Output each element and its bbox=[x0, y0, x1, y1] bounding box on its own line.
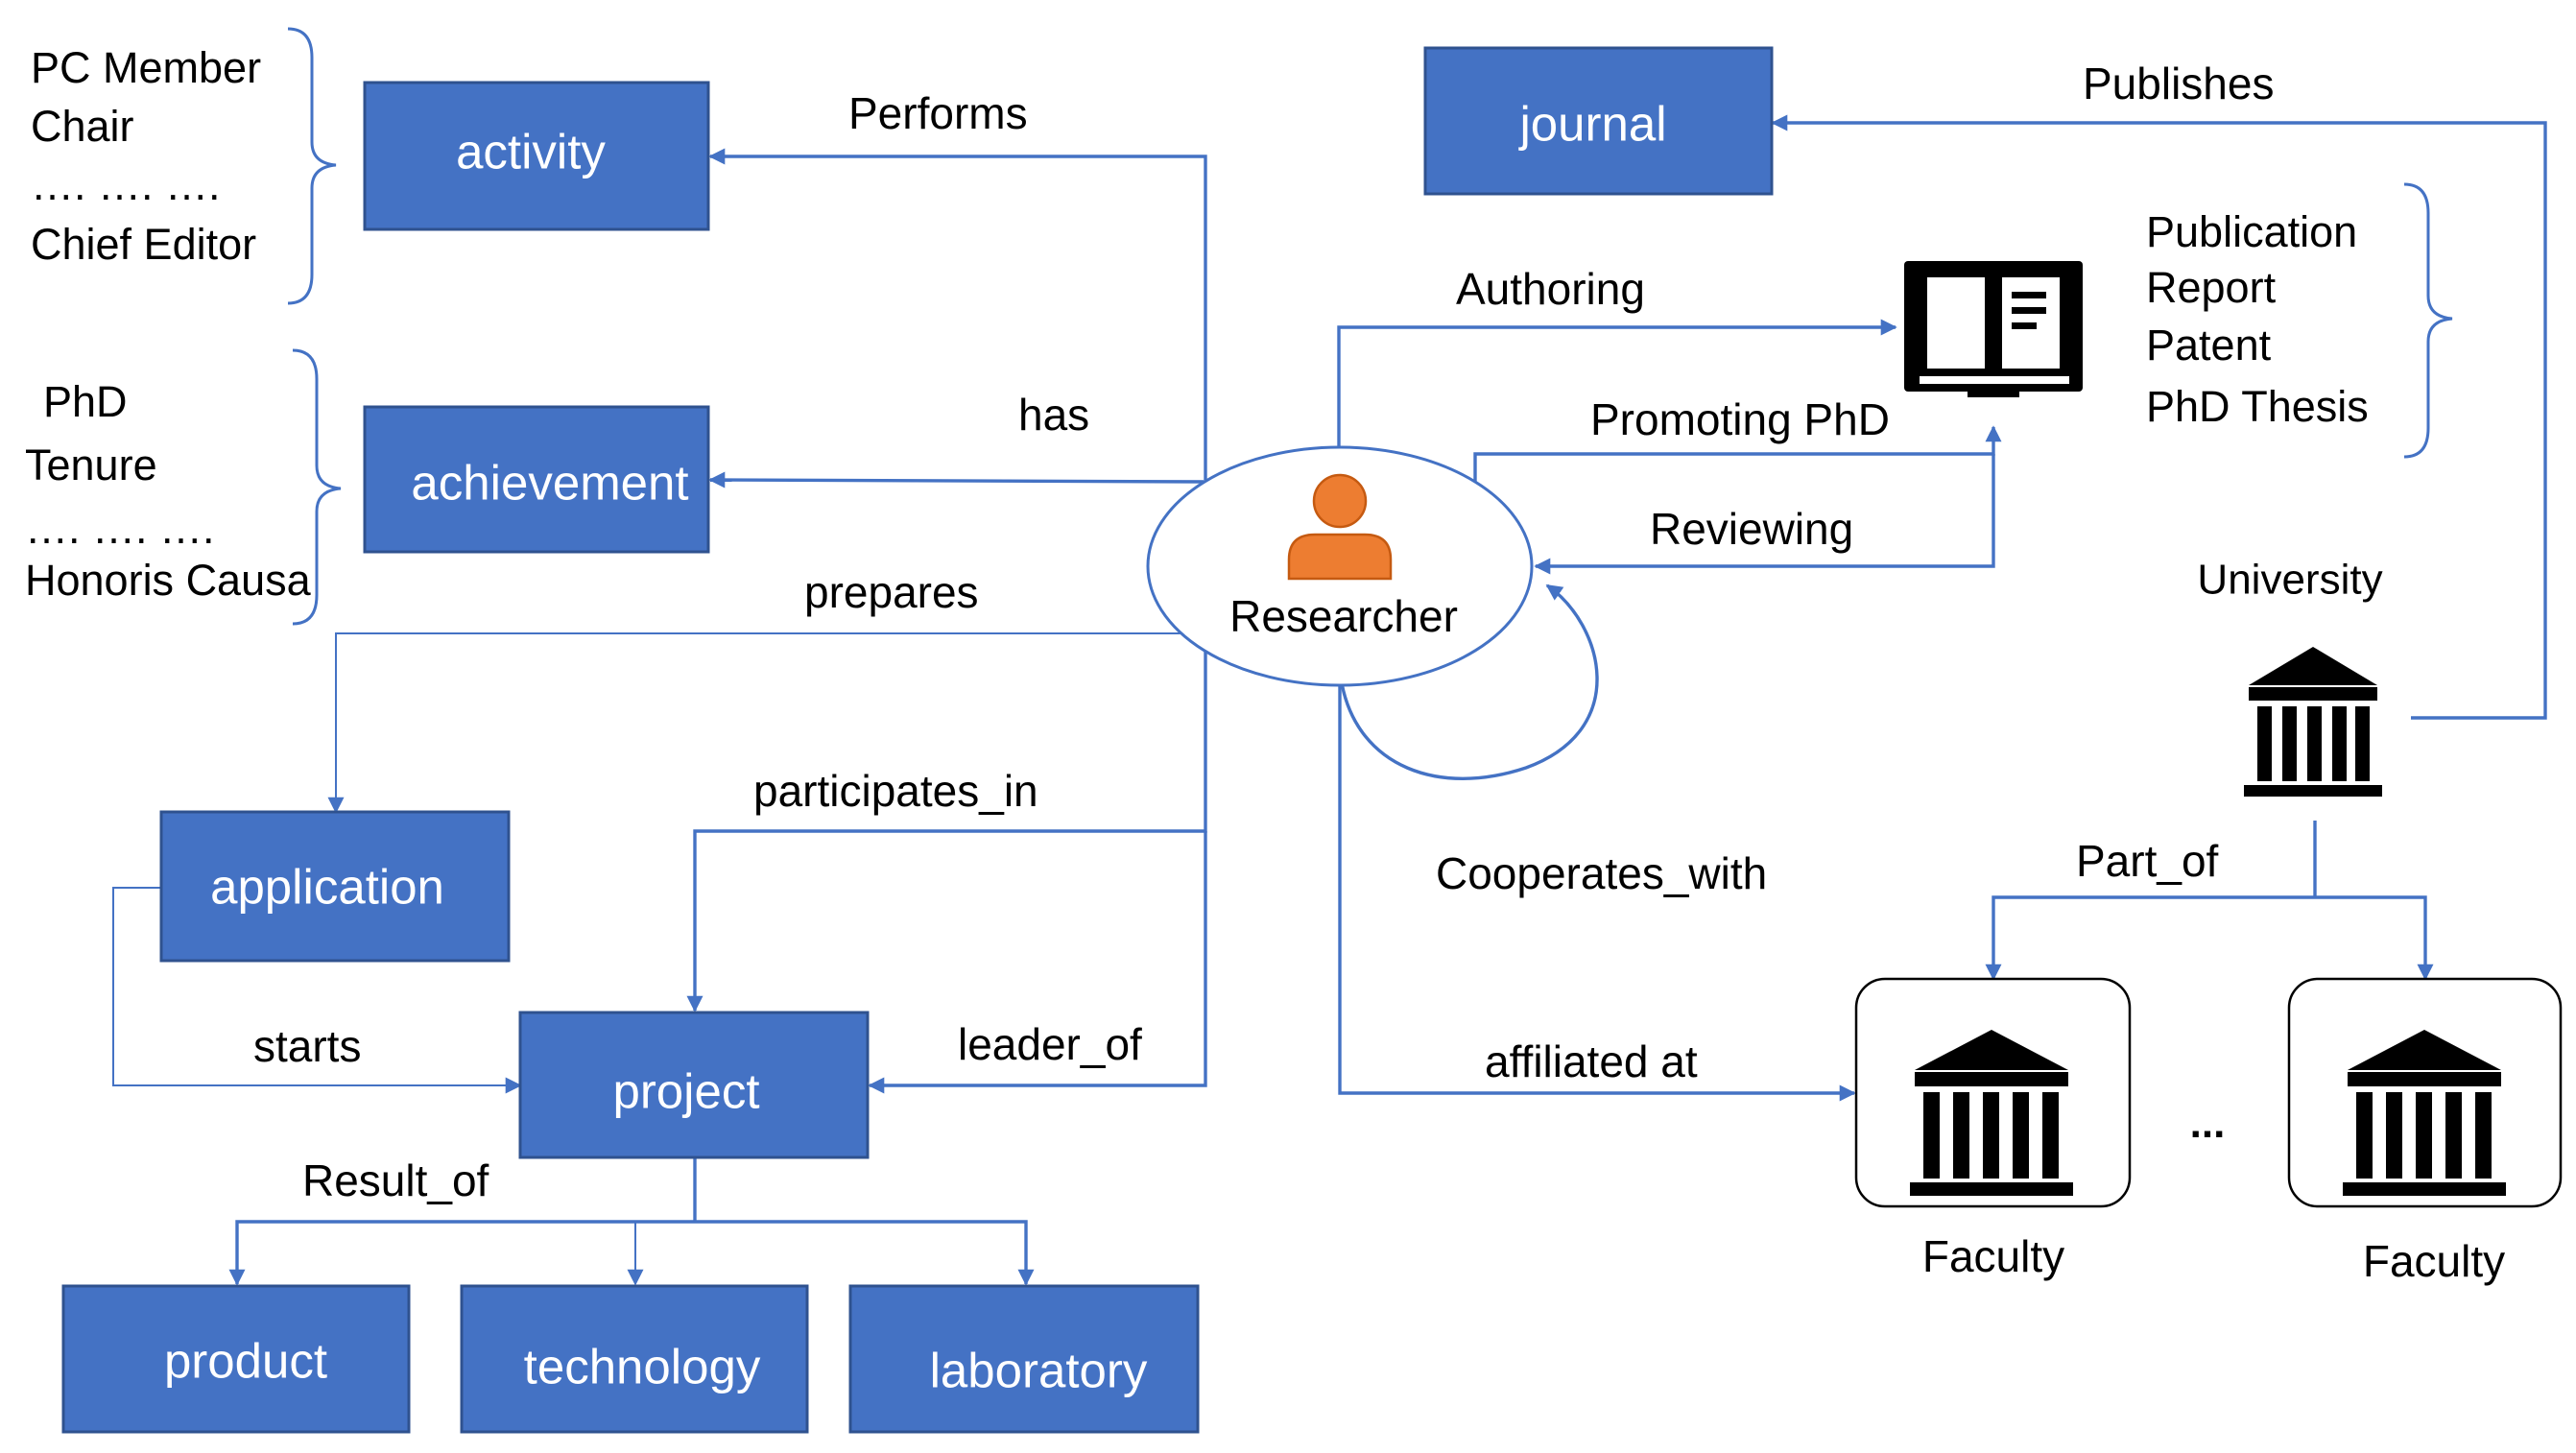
activity-label: activity bbox=[456, 124, 606, 179]
university-node: University bbox=[2197, 557, 2383, 797]
edge-has bbox=[708, 471, 1206, 488]
activity-example-item: Chair bbox=[31, 102, 134, 151]
person-icon bbox=[1287, 473, 1393, 581]
university-label: University bbox=[2197, 557, 2382, 604]
edge-label-affiliated-at: affiliated at bbox=[1485, 1036, 1698, 1086]
achievement-example-item: Honoris Causa bbox=[25, 556, 312, 605]
edge-label-reviewing: Reviewing bbox=[1650, 504, 1853, 554]
edge-label-starts: starts bbox=[253, 1021, 361, 1071]
project-label: project bbox=[612, 1063, 759, 1118]
edge-leader-of bbox=[868, 831, 1207, 1094]
activity-box: activity bbox=[363, 81, 710, 231]
edge-label-participates-in: participates_in bbox=[753, 766, 1038, 816]
laboratory-label: laboratory bbox=[930, 1343, 1148, 1397]
activity-example-item: PC Member bbox=[31, 43, 261, 92]
product-box: product bbox=[61, 1284, 411, 1434]
activity-example-item: …. …. …. bbox=[31, 160, 221, 209]
achievement-examples-list: PhD Tenure …. …. …. Honoris Causa bbox=[25, 348, 342, 626]
product-label: product bbox=[164, 1333, 327, 1388]
researcher-node: Researcher bbox=[1146, 445, 1534, 687]
faculty-ellipsis: ... bbox=[2190, 1100, 2226, 1147]
project-box: project bbox=[518, 1011, 870, 1159]
researcher-label: Researcher bbox=[1229, 591, 1458, 641]
technology-box: technology bbox=[460, 1284, 809, 1434]
edge-label-performs: Performs bbox=[848, 88, 1028, 138]
edge-cooperates-with bbox=[1340, 584, 1599, 780]
faculty-building-icon bbox=[2343, 1030, 2506, 1196]
edge-label-promoting-phd: Promoting PhD bbox=[1590, 394, 1890, 444]
achievement-examples-brace bbox=[292, 348, 342, 626]
edge-result-of-laboratory bbox=[695, 1220, 1035, 1286]
publication-types-brace bbox=[2403, 182, 2453, 459]
publication-type-item: Publication bbox=[2146, 207, 2357, 256]
edge-label-leader-of: leader_of bbox=[958, 1019, 1142, 1069]
edge-publishes bbox=[1771, 114, 2547, 720]
achievement-box: achievement bbox=[363, 405, 710, 554]
technology-label: technology bbox=[524, 1339, 761, 1393]
publication-types-list: Publication Report Patent PhD Thesis bbox=[2146, 182, 2453, 459]
edge-label-result-of: Result_of bbox=[302, 1155, 489, 1205]
edge-performs bbox=[708, 148, 1207, 480]
publication-type-item: Patent bbox=[2146, 321, 2272, 369]
application-label: application bbox=[210, 859, 444, 914]
edge-participates-in bbox=[686, 633, 1207, 1012]
achievement-example-item: Tenure bbox=[25, 441, 157, 489]
edge-affiliated-at bbox=[1338, 683, 1856, 1102]
activity-example-item: Chief Editor bbox=[31, 220, 256, 269]
activity-examples-brace bbox=[287, 27, 337, 305]
achievement-example-item: PhD bbox=[43, 377, 128, 426]
journal-label: journal bbox=[1517, 96, 1666, 151]
edge-label-part-of: Part_of bbox=[2076, 836, 2219, 886]
edge-part-of-faculty-2 bbox=[2315, 895, 2434, 981]
edge-label-cooperates-with: Cooperates_with bbox=[1436, 848, 1767, 898]
faculty-node: Faculty bbox=[1854, 977, 2132, 1281]
edge-label-prepares: prepares bbox=[804, 567, 979, 617]
publication-type-item: PhD Thesis bbox=[2146, 382, 2369, 431]
edge-label-has: has bbox=[1018, 390, 1089, 440]
edge-promoting-phd bbox=[1473, 425, 2002, 483]
university-icon bbox=[2244, 647, 2382, 797]
faculty-node: Faculty bbox=[2287, 977, 2563, 1286]
edge-part-of-faculty-1 bbox=[1985, 895, 2315, 981]
edge-authoring bbox=[1337, 319, 1897, 456]
activity-examples-list: PC Member Chair …. …. …. Chief Editor bbox=[31, 27, 337, 305]
laboratory-box: laboratory bbox=[848, 1284, 1200, 1434]
edge-label-publishes: Publishes bbox=[2083, 59, 2274, 108]
edge-label-authoring: Authoring bbox=[1456, 264, 1645, 314]
journal-box: journal bbox=[1423, 46, 1774, 196]
faculty-label: Faculty bbox=[1922, 1231, 2064, 1281]
application-box: application bbox=[159, 810, 511, 963]
edge-reviewing bbox=[1534, 454, 1995, 575]
faculty-label: Faculty bbox=[2363, 1236, 2505, 1286]
open-book-icon bbox=[1904, 261, 2083, 397]
edge-starts bbox=[112, 887, 522, 1094]
edge-result-of-product bbox=[228, 1220, 695, 1286]
achievement-label: achievement bbox=[411, 455, 688, 510]
publication-type-item: Report bbox=[2146, 263, 2277, 312]
achievement-example-item: …. …. …. bbox=[25, 504, 215, 553]
faculty-building-icon bbox=[1910, 1030, 2073, 1196]
edge-prepares bbox=[327, 632, 1205, 814]
